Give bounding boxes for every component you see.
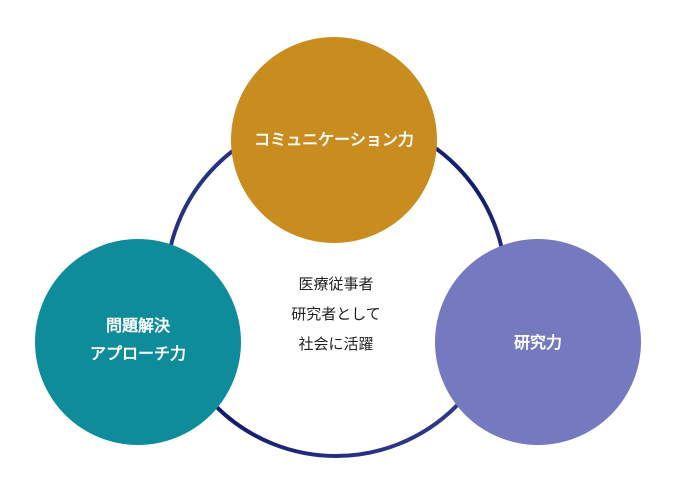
center-text-line: 社会に活躍 bbox=[298, 335, 373, 353]
node-problem-solving-label: アプローチ力 bbox=[90, 344, 186, 363]
node-communication-circle bbox=[231, 37, 437, 243]
center-text-line: 医療従事者 bbox=[298, 275, 373, 293]
node-communication-label: コミュニケーション力 bbox=[254, 130, 414, 149]
node-communication: コミュニケーション力 bbox=[231, 37, 437, 243]
center-text-line: 研究者として bbox=[291, 305, 381, 323]
node-problem-solving-circle bbox=[35, 239, 241, 445]
center-text: 医療従事者 研究者として 社会に活躍 bbox=[291, 275, 381, 353]
node-problem-solving-label: 問題解決 bbox=[106, 316, 171, 335]
node-research: 研究力 bbox=[435, 239, 641, 445]
node-research-circle bbox=[435, 239, 641, 445]
node-problem-solving: 問題解決 アプローチ力 bbox=[35, 239, 241, 445]
node-research-label: 研究力 bbox=[514, 333, 562, 352]
